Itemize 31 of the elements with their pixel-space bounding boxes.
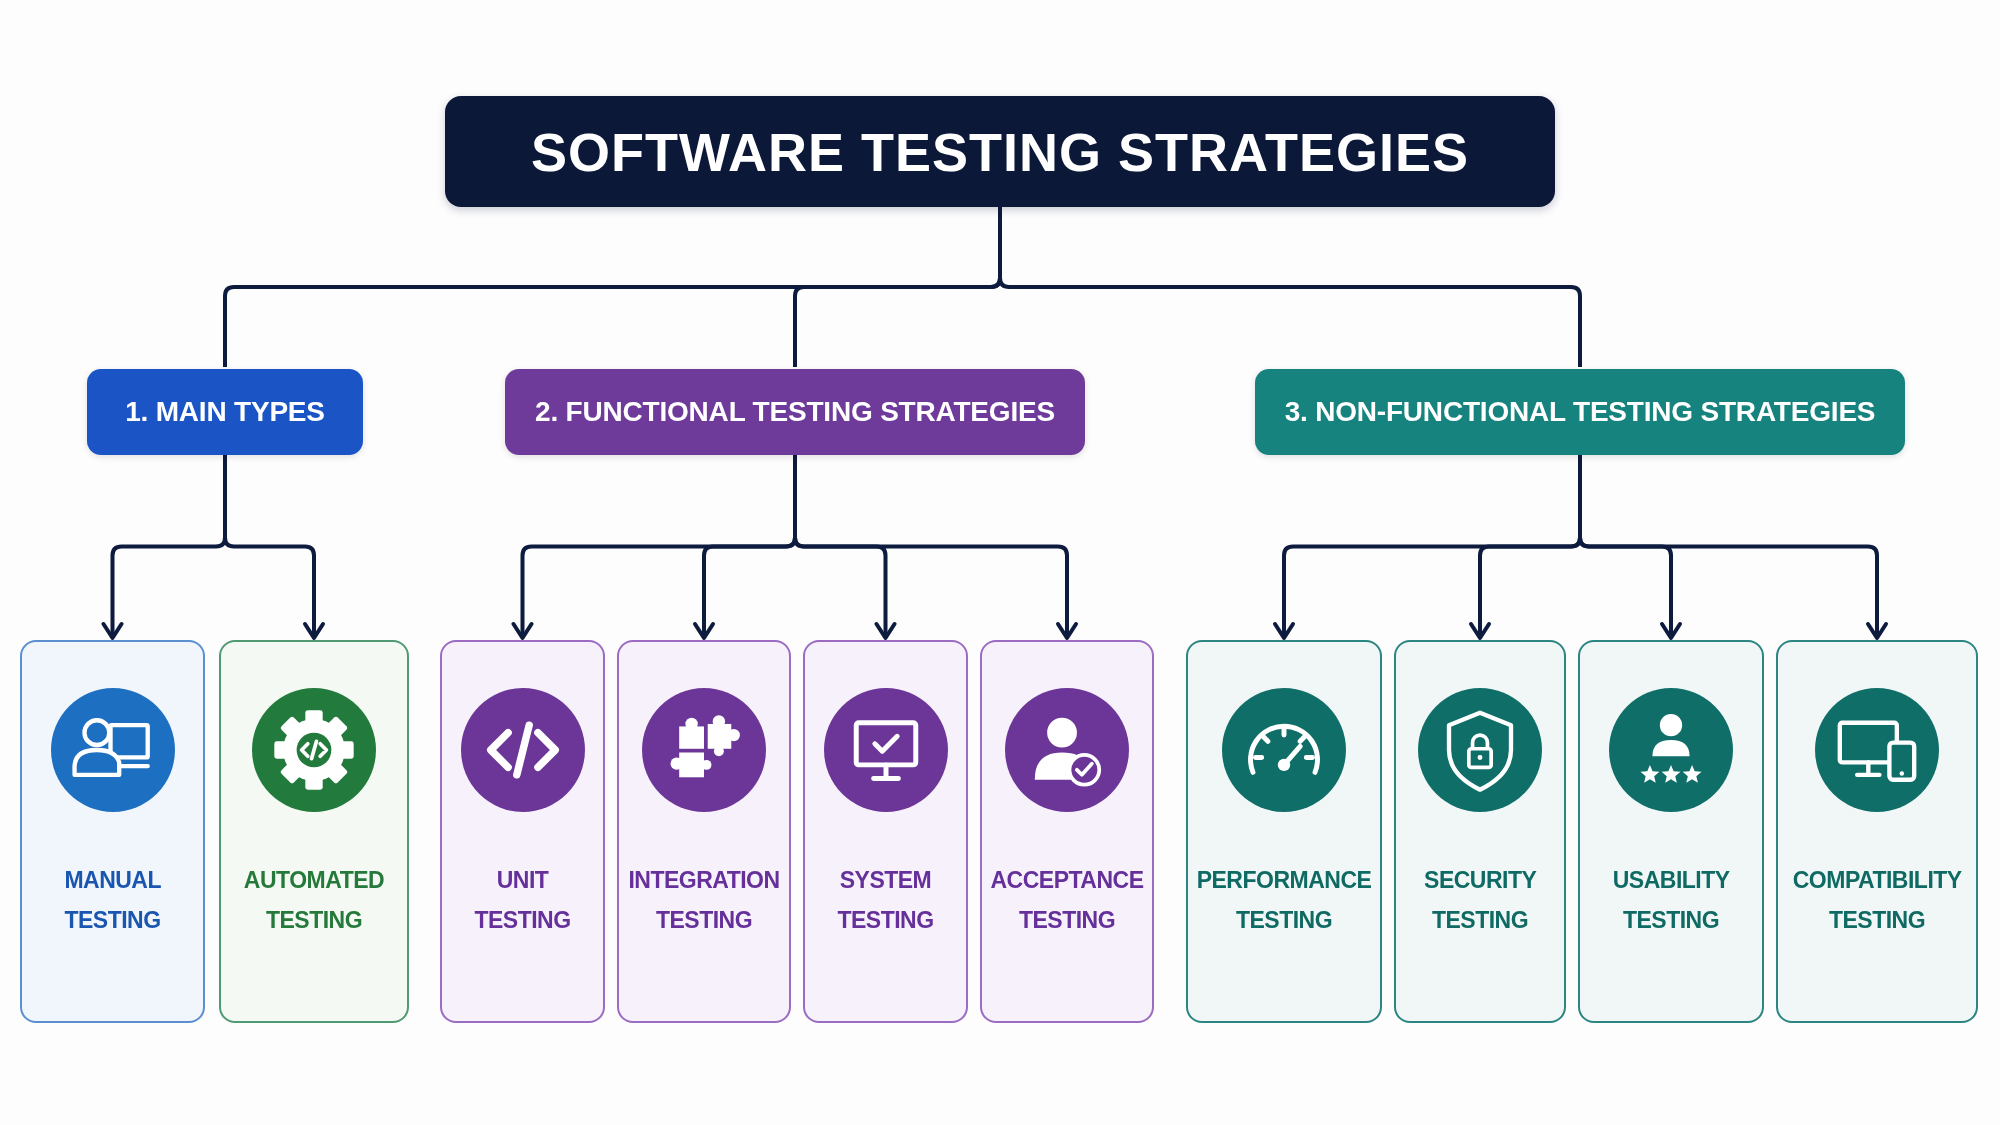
arrow <box>1578 455 1888 640</box>
arrow <box>223 455 325 640</box>
card-label: ACCEPTANCE TESTING <box>990 866 1144 935</box>
card-label: INTEGRATION TESTING <box>628 866 780 935</box>
strategy-card <box>1578 640 1764 1023</box>
category-header <box>1255 369 1905 455</box>
strategy-card <box>803 640 968 1023</box>
title-text: SOFTWARE TESTING STRATEGIES <box>530 120 1469 183</box>
title-banner <box>445 96 1555 207</box>
strategy-card <box>1186 640 1382 1023</box>
strategy-card <box>980 640 1154 1023</box>
category-title: 1. MAIN TYPES <box>125 396 325 428</box>
card-label: USABILITY TESTING <box>1612 866 1730 935</box>
card-label: COMPATIBILITY TESTING <box>1792 866 1962 935</box>
strategy-card <box>1394 640 1566 1023</box>
strategy-card <box>617 640 791 1023</box>
card-label: SYSTEM TESTING <box>837 866 934 935</box>
card-label: PERFORMANCE TESTING <box>1196 866 1372 935</box>
category-title: 3. NON-FUNCTIONAL TESTING STRATEGIES <box>1284 396 1876 428</box>
card-label: SECURITY TESTING <box>1424 866 1536 935</box>
strategy-card <box>440 640 605 1023</box>
strategy-card <box>219 640 409 1023</box>
card-label: MANUAL TESTING <box>64 866 161 935</box>
arrow <box>793 455 1078 640</box>
strategy-card <box>1776 640 1978 1023</box>
strategy-card <box>20 640 205 1023</box>
category-header <box>505 369 1085 455</box>
card-label: AUTOMATED TESTING <box>243 866 385 935</box>
card-label: UNIT TESTING <box>474 866 571 935</box>
category-title: 2. FUNCTIONAL TESTING STRATEGIES <box>535 396 1055 428</box>
category-header <box>87 369 363 455</box>
